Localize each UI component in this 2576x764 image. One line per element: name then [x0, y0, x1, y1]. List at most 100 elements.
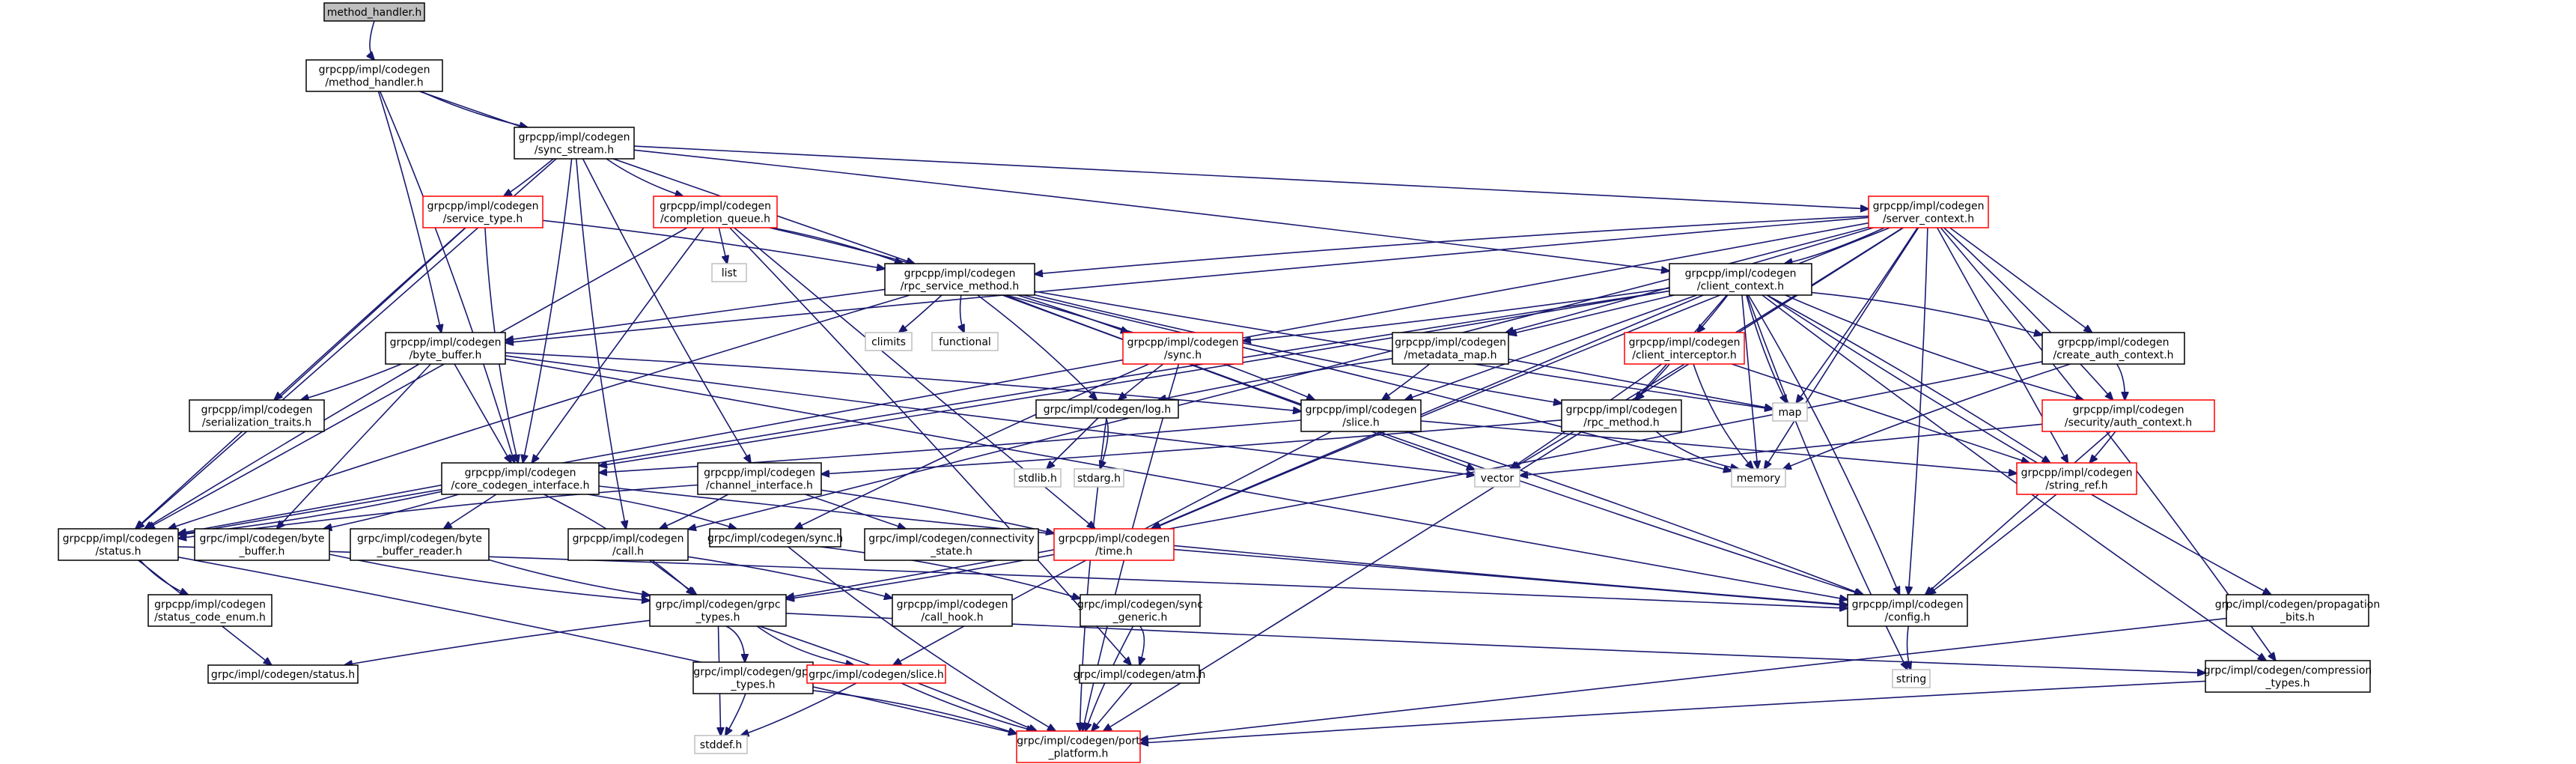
node-sr[interactable]: grpcpp/impl/codegen/string_ref.h — [2016, 462, 2137, 495]
edge-gpr-to-stddef — [725, 693, 746, 736]
node-sg[interactable]: grpc/impl/codegen/sync_generic.h — [1077, 594, 1203, 627]
node-map: map — [1772, 402, 1808, 422]
node-box — [1892, 669, 1931, 688]
node-bbr[interactable]: grpc/impl/codegen/byte_buffer_reader.h — [350, 528, 490, 561]
node-slicepp[interactable]: grpcpp/impl/codegen/slice.h — [1300, 399, 1422, 432]
node-box — [2016, 462, 2137, 495]
node-gtypes[interactable]: grpc/impl/codegen/grpc_types.h — [649, 594, 787, 627]
node-label-line: /metadata_map.h — [1404, 350, 1497, 362]
node-pp[interactable]: grpc/impl/codegen/port_platform.h — [1016, 730, 1141, 763]
node-box — [884, 263, 1035, 296]
edge-cq-to-cci — [532, 227, 704, 463]
edge-sc-to-config — [1908, 227, 1928, 595]
edge-log-to-stdarg — [1100, 417, 1109, 469]
node-rsm[interactable]: grpcpp/impl/codegen/rpc_service_method.h — [884, 263, 1035, 296]
node-label-line: _platform.h — [1048, 748, 1109, 760]
node-sce[interactable]: grpcpp/impl/codegen/status_code_enum.h — [147, 594, 272, 627]
edge-cq-to-rsm — [772, 227, 903, 264]
edge-ss-to-call — [576, 158, 626, 529]
node-sac[interactable]: grpcpp/impl/codegen/security/auth_contex… — [2041, 399, 2215, 432]
node-ch[interactable]: grpcpp/impl/codegen/call_hook.h — [892, 594, 1013, 627]
edge-time-to-config — [1173, 548, 1848, 606]
node-ser[interactable]: grpcpp/impl/codegen/serialization_traits… — [189, 399, 325, 432]
edge-root-to-mh — [370, 20, 374, 60]
node-status[interactable]: grpcpp/impl/codegen/status.h — [58, 528, 179, 561]
node-label-line: grpc/impl/codegen/connectivity — [868, 533, 1034, 545]
node-label-line: grpcpp/impl/codegen — [390, 337, 502, 349]
edge-ci-to-memory — [1693, 363, 1753, 469]
node-label-line: grpcpp/impl/codegen — [63, 533, 174, 545]
edge-cc-to-sac — [1785, 294, 2083, 400]
node-box — [1074, 468, 1124, 488]
node-label-line: grpcpp/impl/codegen — [2058, 337, 2169, 349]
node-chi[interactable]: grpcpp/impl/codegen/channel_interface.h — [697, 462, 822, 495]
node-st[interactable]: grpcpp/impl/codegen/service_type.h — [422, 195, 543, 228]
node-gpr[interactable]: grpc/impl/codegen/gpr_types.h — [692, 661, 814, 694]
node-label-line: grpcpp/impl/codegen — [1566, 404, 1678, 416]
edge-sc-to-cac — [1949, 227, 2092, 333]
edge-cci-to-bbr — [444, 494, 497, 529]
node-label-line: grpcpp/impl/codegen — [904, 268, 1016, 280]
node-ss[interactable]: grpcpp/impl/codegen/sync_stream.h — [514, 127, 635, 160]
node-box — [2226, 594, 2369, 627]
node-label-line: _generic.h — [1112, 612, 1168, 624]
node-string: string — [1892, 669, 1931, 688]
node-mm[interactable]: grpcpp/impl/codegen/metadata_map.h — [1392, 332, 1509, 365]
edge-mm-to-log — [1158, 357, 1393, 400]
node-label-line: grpcpp/impl/codegen — [201, 404, 313, 416]
node-sc[interactable]: grpcpp/impl/codegen/server_context.h — [1868, 195, 1989, 228]
node-gbb[interactable]: grpc/impl/codegen/byte_buffer.h — [194, 528, 330, 561]
node-box — [1669, 263, 1812, 296]
node-log[interactable]: grpc/impl/codegen/log.h — [1035, 399, 1179, 419]
node-label-line: grpc/impl/codegen/byte — [199, 533, 324, 545]
edge-mh-to-ss — [420, 91, 527, 127]
node-atm[interactable]: grpc/impl/codegen/atm.h — [1074, 664, 1206, 684]
edge-sc-to-map — [1796, 227, 1919, 403]
edge-rsm-to-functional — [960, 294, 964, 333]
node-gsync[interactable]: grpc/impl/codegen/sync.h — [707, 528, 843, 548]
edge-ci-to-rm — [1636, 363, 1671, 400]
node-bb[interactable]: grpcpp/impl/codegen/byte_buffer.h — [385, 332, 506, 365]
edge-log-to-pp — [1080, 417, 1107, 731]
edge-st-to-status — [136, 227, 466, 529]
node-cci[interactable]: grpcpp/impl/codegen/core_codegen_interfa… — [441, 462, 600, 495]
node-label-line: climits — [871, 336, 906, 348]
node-prop[interactable]: grpc/impl/codegen/propagation_bits.h — [2215, 594, 2380, 627]
node-mh[interactable]: grpcpp/impl/codegen/method_handler.h — [305, 59, 443, 92]
node-call[interactable]: grpcpp/impl/codegen/call.h — [567, 528, 689, 561]
node-ci[interactable]: grpcpp/impl/codegen/client_interceptor.h — [1624, 332, 1745, 365]
node-box — [1079, 664, 1200, 684]
node-label-line: grpcpp/impl/codegen — [427, 201, 539, 213]
edge-call-to-gtypes — [649, 560, 697, 595]
node-box — [709, 528, 841, 548]
node-conn[interactable]: grpc/impl/codegen/connectivity_state.h — [864, 528, 1039, 561]
node-cac[interactable]: grpcpp/impl/codegen/create_auth_context.… — [2041, 332, 2185, 365]
edge-rm-to-memory — [1655, 431, 1738, 469]
node-list: list — [711, 263, 747, 282]
node-box — [422, 195, 543, 228]
node-box — [711, 263, 747, 282]
node-comp[interactable]: grpc/impl/codegen/compression_types.h — [2204, 660, 2372, 693]
edge-mh-to-rsm — [419, 91, 914, 264]
edge-cc-to-status — [178, 290, 1670, 535]
edge-status-to-sce — [139, 560, 188, 595]
node-box — [1868, 195, 1989, 228]
edge-mm-to-map — [1508, 358, 1773, 409]
node-time[interactable]: grpcpp/impl/codegen/time.h — [1053, 528, 1175, 561]
node-config[interactable]: grpcpp/impl/codegen/config.h — [1847, 594, 1968, 627]
node-stdlib: stdlib.h — [1014, 468, 1062, 488]
node-gstatus[interactable]: grpc/impl/codegen/status.h — [207, 664, 359, 684]
node-cq[interactable]: grpcpp/impl/codegen/completion_queue.h — [653, 195, 778, 228]
node-label-line: grpcpp/impl/codegen — [1059, 533, 1170, 545]
node-box — [1014, 468, 1062, 488]
node-box — [653, 195, 778, 228]
edge-rsm-to-memory — [1023, 294, 1732, 471]
node-cc[interactable]: grpcpp/impl/codegen/client_context.h — [1669, 263, 1812, 296]
node-label-line: stdarg.h — [1077, 473, 1121, 485]
edge-sac-to-config — [1925, 431, 2111, 595]
node-syncpp[interactable]: grpcpp/impl/codegen/sync.h — [1122, 332, 1243, 365]
edge-cc-to-comp — [1762, 294, 2266, 661]
node-gslice[interactable]: grpc/impl/codegen/slice.h — [806, 664, 946, 684]
node-rm[interactable]: grpcpp/impl/codegen/rpc_method.h — [1561, 399, 1682, 432]
node-label-line: /rpc_service_method.h — [901, 281, 1020, 293]
